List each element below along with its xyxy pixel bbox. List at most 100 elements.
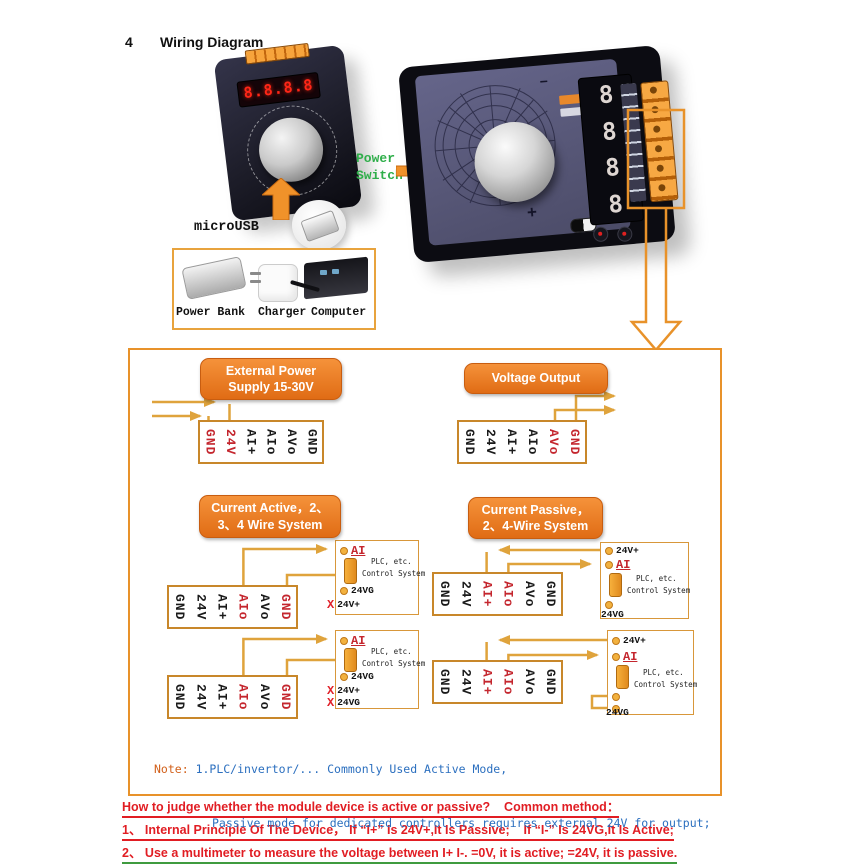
diagram-notes: Note: 1.PLC/invertor/... Commonly Used A… xyxy=(154,724,723,866)
knob-plus-sign: + xyxy=(526,202,538,223)
sampling-resistor xyxy=(344,558,357,584)
charger-label: Charger xyxy=(258,306,307,319)
terminal-label: GND xyxy=(542,580,558,608)
terminal-label: AVo xyxy=(256,593,272,621)
usb-port xyxy=(320,270,327,275)
terminal-label: AI+ xyxy=(504,428,519,456)
ai-label: AI xyxy=(616,558,631,572)
terminal-dot xyxy=(605,547,613,555)
unused-24v-port: X 24V+ xyxy=(327,599,360,611)
usb-plug xyxy=(300,209,340,243)
control-system-label: PLC, etc. Control System xyxy=(362,557,426,578)
control-system-label: PLC, etc. Control System xyxy=(634,668,698,689)
terminal-label: GND xyxy=(437,580,453,608)
terminal-label: AIo xyxy=(500,580,516,608)
24vg-label: 24VG xyxy=(351,585,374,596)
computer-image xyxy=(304,256,368,300)
sampling-resistor xyxy=(616,665,629,689)
x-mark: X xyxy=(327,598,335,612)
unused-24vg-port: X 24VG xyxy=(327,697,360,709)
gnd-port: 24VG xyxy=(340,585,374,597)
gnd-port: 24VG xyxy=(340,671,374,683)
plc-box-passive-1: 24V+ AI PLC, etc. Control System 24VG xyxy=(600,542,691,620)
terminal-label: GND xyxy=(542,668,558,696)
ai-port: AI xyxy=(340,545,365,557)
terminal-dot xyxy=(612,653,620,661)
terminal-label: AI+ xyxy=(243,428,259,456)
microusb-arrow-icon xyxy=(262,178,300,220)
wiring-diagram-box: External Power Supply 15-30V Voltage Out… xyxy=(128,348,722,830)
24v-plus-label: 24V+ xyxy=(623,635,646,646)
header-current-passive: Current Passive， 2、4-Wire System xyxy=(468,497,603,539)
terminal-dot xyxy=(605,561,613,569)
plc-box-passive-2: 24V+ AI PLC, etc. Control System 24VG xyxy=(606,630,698,718)
ai-label: AI xyxy=(351,544,366,558)
ai-port: AI xyxy=(612,651,637,663)
terminal-label: AVo xyxy=(521,668,537,696)
header-current-active: Current Active，2、 3、4 Wire System xyxy=(199,495,341,538)
terminal-label: 24V xyxy=(193,683,209,711)
power-sources-box: Power Bank Charger Computer xyxy=(172,248,376,330)
ai-label: AI xyxy=(351,634,366,648)
control-system-label: PLC, etc. Control System xyxy=(627,574,691,595)
x-mark: X xyxy=(327,684,335,698)
terminal-label: AVo xyxy=(521,580,537,608)
terminal-label: 24V xyxy=(193,593,209,621)
computer-label: Computer xyxy=(311,306,367,319)
power-bank-label: Power Bank xyxy=(176,306,246,319)
x-mark: X xyxy=(327,696,335,710)
terminal-label: GND xyxy=(304,428,320,456)
terminal-label: AIo xyxy=(525,428,540,456)
usb-port xyxy=(332,269,339,274)
power-switch-label: Power Switch xyxy=(356,151,403,183)
terminal-label: AI+ xyxy=(214,593,230,621)
sampling-resistor xyxy=(344,648,357,672)
terminal-label: AVo xyxy=(546,428,561,456)
24v-plus-label: 24V+ xyxy=(337,599,361,610)
24v-plus-label: 24V+ xyxy=(337,685,361,696)
terminal-label: AI+ xyxy=(479,580,495,608)
device-face: − + 8 8 8 8 xyxy=(414,58,645,246)
ai-port: AI xyxy=(605,559,630,571)
terminal-dot xyxy=(340,637,348,645)
header-external-power: External Power Supply 15-30V xyxy=(200,358,342,400)
plc-box-active-1: AI PLC, etc. Control System 24VG X 24V+ xyxy=(327,540,425,615)
footer-line-2: 1、 Internal Principle Of The Device， If … xyxy=(122,819,674,841)
footer-line-3: 2、 Use a multimeter to measure the volta… xyxy=(122,842,678,864)
terminal-label: AI+ xyxy=(479,668,495,696)
unused-24v-port: X 24V+ xyxy=(327,685,360,697)
microusb-connector-image xyxy=(292,200,346,250)
terminal-callout-arrow xyxy=(626,108,686,352)
terminal-label: GND xyxy=(172,593,188,621)
terminal-dot xyxy=(340,547,348,555)
charger-prong xyxy=(250,280,261,283)
terminal-dot xyxy=(612,637,620,645)
terminal-dot xyxy=(340,587,348,595)
wiring-lines xyxy=(152,391,616,710)
control-system-label: PLC, etc. Control System xyxy=(362,647,426,668)
page-title: Wiring Diagram xyxy=(160,34,264,50)
terminal-label: GND xyxy=(202,428,218,456)
terminal-label: AIo xyxy=(263,428,279,456)
gnd-port xyxy=(612,703,620,715)
terminal-label: GND xyxy=(277,683,293,711)
terminal-label: GND xyxy=(567,428,582,456)
terminal-label: AVo xyxy=(256,683,272,711)
24vg-label: 24VG xyxy=(606,707,629,718)
note-line-2: Passive mode for dedicated controllers r… xyxy=(212,816,711,830)
terminal-label: AIo xyxy=(235,683,251,711)
terminal-dot xyxy=(340,673,348,681)
ai-label: AI xyxy=(623,650,638,664)
terminal-label: 24V xyxy=(483,428,498,456)
terminal-label: AIo xyxy=(500,668,516,696)
terminal-dot xyxy=(605,601,613,609)
24v-plus-port: 24V+ xyxy=(612,635,646,647)
terminal-label: AVo xyxy=(283,428,299,456)
terminal-label: 24V xyxy=(223,428,238,456)
24vg-label: 24VG xyxy=(601,609,624,620)
header-voltage-output: Voltage Output xyxy=(464,363,608,394)
